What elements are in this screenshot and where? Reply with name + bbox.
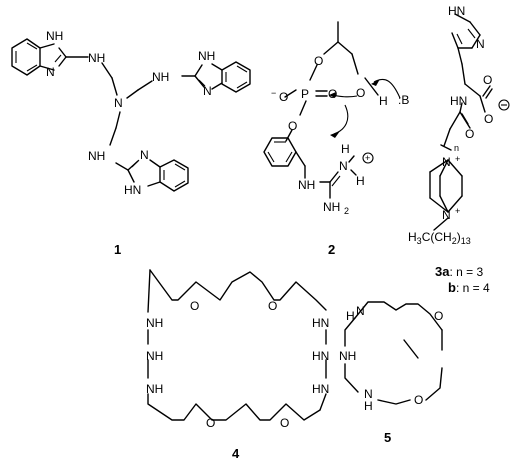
c2-atom-o-minus: O bbox=[279, 90, 288, 104]
c3-minus-circle bbox=[498, 99, 510, 111]
c3-subscript-n: n bbox=[454, 143, 459, 153]
c4-atom-o1: O bbox=[190, 299, 199, 313]
c1-atom-n-center: N bbox=[114, 96, 123, 110]
compound-3: HN N HN O O O n N + N + H3C(CH2)13 3a: n… bbox=[408, 4, 510, 295]
c4-atom-nh3: NH bbox=[146, 382, 163, 396]
c3-atom-hn-amide: HN bbox=[450, 94, 467, 108]
compound-5: H N NH N H O O 5 bbox=[339, 301, 443, 445]
c5-atom-h1: H bbox=[346, 309, 355, 323]
c5-number: 5 bbox=[384, 430, 391, 445]
c4-number: 4 bbox=[232, 446, 240, 461]
c1-benzene-bottom bbox=[159, 159, 189, 192]
c2-atom-nh2-sub: 2 bbox=[344, 206, 349, 216]
c5-atom-h3: H bbox=[364, 399, 373, 413]
c5-atom-o1: O bbox=[434, 309, 443, 323]
c3-atom-hn-top: HN bbox=[448, 4, 465, 18]
c1-atom-n-bim-b: N bbox=[203, 84, 212, 98]
c2-charge-minus: − bbox=[271, 88, 276, 98]
c2-benzene bbox=[263, 137, 297, 167]
c4-atom-o3: O bbox=[206, 416, 215, 430]
c2-arrow-base bbox=[373, 78, 401, 99]
c2-atom-h2: H bbox=[356, 174, 365, 188]
c4-atom-nh1: NH bbox=[146, 316, 163, 330]
c3-label-b: b: n = 4 bbox=[448, 280, 490, 295]
c1-atom-nh-c: NH bbox=[88, 149, 105, 163]
compound-4: O O O O NH NH NH HN HN HN 4 bbox=[146, 269, 329, 461]
c2-atom-p: P bbox=[301, 87, 309, 101]
c3-tail: H3C(CH2)13 bbox=[408, 230, 471, 246]
c2-plus-circle bbox=[362, 152, 374, 164]
compound-1: NH N NH N NH NH N NH N HN 1 bbox=[11, 29, 251, 257]
svg-text:+: + bbox=[455, 154, 460, 164]
c1-atom-n-bim-c: N bbox=[140, 148, 149, 162]
c2-atom-n-plus: N bbox=[339, 159, 348, 173]
c4-atom-nh4: HN bbox=[312, 316, 329, 330]
c2-atom-oh-h: H bbox=[379, 94, 388, 108]
c1-atom-nh-b: NH bbox=[152, 70, 169, 84]
c3-atom-n-plus2: N bbox=[442, 208, 451, 222]
c4-atom-o4: O bbox=[280, 416, 289, 430]
compound-2: O P O − O O H :B O NH N + H H NH 2 2 bbox=[263, 21, 409, 257]
c2-base: :B bbox=[398, 93, 409, 107]
c4-atom-nh6: HN bbox=[312, 382, 329, 396]
c3-atom-o-amide: O bbox=[465, 127, 474, 141]
c2-atom-nh2: NH bbox=[323, 200, 340, 214]
c2-number: 2 bbox=[328, 242, 335, 257]
c2-atom-o-top: O bbox=[314, 54, 323, 68]
c2-atom-o-aryl: O bbox=[288, 119, 297, 133]
c1-atom-nh-bim-b: NH bbox=[198, 49, 215, 63]
c5-atom-n2: NH bbox=[339, 349, 356, 363]
c4-atom-nh5: HN bbox=[312, 349, 329, 363]
c3-atom-n-imid: N bbox=[476, 37, 485, 51]
c2-charge-plus: + bbox=[365, 153, 370, 163]
c1-atom-n-bim-a: N bbox=[46, 65, 55, 79]
c3-atom-n-plus1: N bbox=[442, 155, 451, 169]
c3-label-a: 3a: n = 3 bbox=[435, 264, 483, 279]
c4-atom-o2: O bbox=[268, 299, 277, 313]
c2-atom-h1: H bbox=[341, 142, 350, 156]
c2-atom-oh-o: O bbox=[356, 86, 365, 100]
c1-atom-nh-bim-a: NH bbox=[46, 29, 63, 43]
c2-arrow-ring bbox=[333, 104, 349, 135]
c2-atom-nh-gua: NH bbox=[298, 178, 315, 192]
c2-atom-o-double: O bbox=[328, 87, 337, 101]
c3-atom-o-minus: O bbox=[484, 112, 493, 126]
c1-atom-nh-a: NH bbox=[88, 51, 105, 65]
c4-atom-nh2: NH bbox=[146, 349, 163, 363]
c5-atom-n1: N bbox=[356, 304, 365, 318]
c1-benzene-right bbox=[221, 61, 251, 93]
c5-atom-n3: N bbox=[364, 387, 373, 401]
c3-atom-o-carbox: O bbox=[483, 73, 492, 87]
c1-number: 1 bbox=[114, 242, 121, 257]
c1-atom-hn-bim-c: HN bbox=[124, 183, 141, 197]
c5-atom-o2: O bbox=[414, 393, 423, 407]
svg-text:+: + bbox=[455, 206, 460, 216]
